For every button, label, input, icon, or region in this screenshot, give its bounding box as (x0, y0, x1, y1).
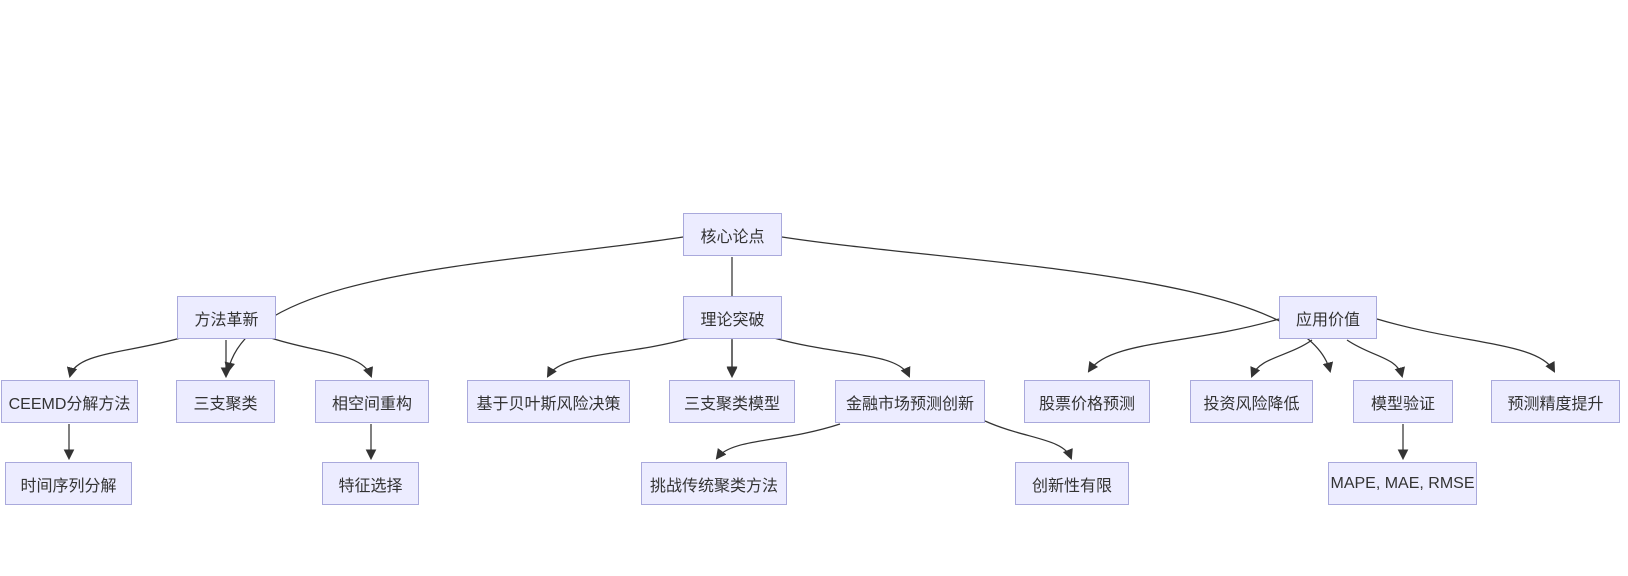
edge-theory-finance (773, 337, 911, 378)
node-prediction-accuracy-improvement: 预测精度提升 (1491, 380, 1620, 423)
node-method-innovation: 方法革新 (177, 296, 276, 339)
node-three-way-clustering-model: 三支聚类模型 (669, 380, 795, 423)
node-time-series-decomposition: 时间序列分解 (5, 462, 132, 505)
node-model-validation: 模型验证 (1353, 380, 1453, 423)
node-phase-space-reconstruction: 相空间重构 (315, 380, 429, 423)
node-metrics-mape-mae-rmse: MAPE, MAE, RMSE (1328, 462, 1477, 505)
node-challenge-traditional-clustering: 挑战传统聚类方法 (641, 462, 787, 505)
node-ceemd-decomposition-method: CEEMD分解方法 (1, 380, 138, 423)
node-theory-breakthrough: 理论突破 (683, 296, 782, 339)
edge-root-method (224, 236, 684, 374)
edge-value-risk (1250, 339, 1313, 378)
edge-root-value (781, 236, 1334, 374)
node-limited-innovation: 创新性有限 (1015, 462, 1129, 505)
edge-theory-bayes (546, 337, 691, 378)
node-application-value: 应用价值 (1279, 296, 1377, 339)
node-core-thesis: 核心论点 (683, 213, 782, 256)
edge-finance-challenge (715, 423, 841, 460)
edge-value-precision (1376, 318, 1556, 373)
node-bayesian-risk-decision: 基于贝叶斯风险决策 (467, 380, 630, 423)
edge-value-stock (1087, 318, 1280, 373)
node-three-way-clustering: 三支聚类 (176, 380, 275, 423)
node-financial-market-prediction-innovation: 金融市场预测创新 (835, 380, 985, 423)
edge-value-validate (1346, 339, 1405, 379)
node-investment-risk-reduction: 投资风险降低 (1190, 380, 1313, 423)
node-stock-price-prediction: 股票价格预测 (1024, 380, 1150, 423)
edge-finance-limited (984, 420, 1073, 460)
node-feature-selection: 特征选择 (322, 462, 419, 505)
edge-method-ceemd (66, 336, 185, 379)
edge-method-phase (267, 336, 373, 378)
